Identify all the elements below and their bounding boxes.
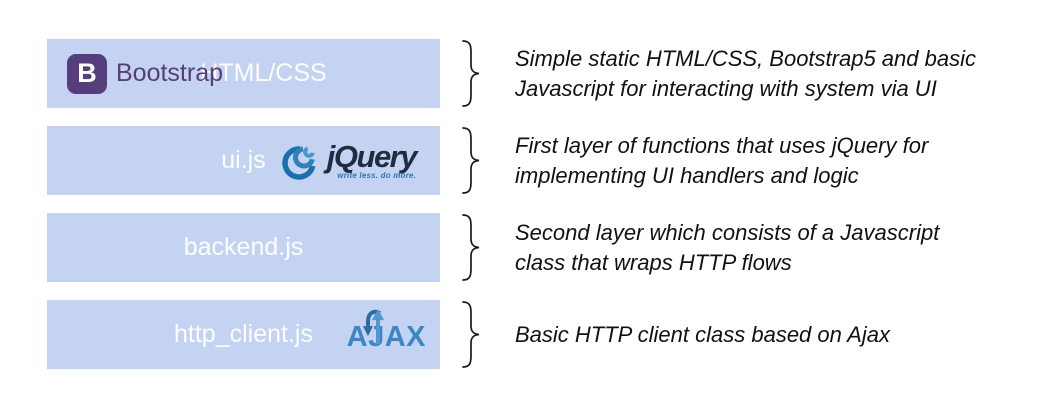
layer-label-uijs: ui.js	[221, 146, 266, 174]
description-line: Javascript for interacting with system v…	[515, 75, 937, 101]
bootstrap-b-icon: B	[67, 53, 107, 94]
description-line: Simple static HTML/CSS, Bootstrap5 and b…	[515, 45, 976, 71]
bootstrap-logo: B Bootstrap	[67, 39, 223, 108]
brace-icon	[462, 127, 480, 194]
layer-description-backendjs: Second layer which consists of a Javascr…	[515, 213, 1045, 282]
layer-row-backendjs: backend.js Second layer which consists o…	[0, 213, 1053, 282]
description-line: implementing UI handlers and logic	[515, 162, 859, 188]
jquery-wordmark-block: jQuery write less. do more.	[326, 138, 418, 180]
layer-label-httpclientjs: http_client.js	[174, 320, 313, 348]
description-line: Basic HTTP client class based on Ajax	[515, 321, 890, 347]
jquery-wordmark: jQuery	[326, 138, 418, 174]
layer-label-htmlcss: HTML/CSS	[200, 59, 327, 87]
layer-row-uijs: ui.js jQuery write less. do more. Fi	[0, 126, 1053, 195]
layer-description-uijs: First layer of functions that uses jQuer…	[515, 126, 1045, 195]
layer-description-htmlcss: Simple static HTML/CSS, Bootstrap5 and b…	[515, 39, 1045, 108]
layer-row-htmlcss: B Bootstrap HTML/CSS Simple static HTML/…	[0, 39, 1053, 108]
layer-bar-uijs: ui.js jQuery write less. do more.	[47, 126, 440, 195]
layer-bar-backendjs: backend.js	[47, 213, 440, 282]
description-line: Second layer which consists of a Javascr…	[515, 219, 940, 245]
description-line: First layer of functions that uses jQuer…	[515, 132, 929, 158]
brace-icon	[462, 214, 480, 281]
brace-icon	[462, 40, 480, 107]
brace-icon	[462, 301, 480, 368]
layer-bar-htmlcss: B Bootstrap HTML/CSS	[47, 39, 440, 108]
jquery-logo: jQuery write less. do more.	[280, 138, 418, 181]
layer-bar-httpclientjs: http_client.js AJAX	[47, 300, 440, 369]
jquery-swirl-icon	[282, 145, 316, 180]
ajax-arrows-icon	[362, 308, 384, 344]
layer-description-httpclientjs: Basic HTTP client class based on Ajax	[515, 300, 1045, 369]
layer-row-httpclientjs: http_client.js AJAX Basic HTTP client cl…	[0, 300, 1053, 369]
ajax-wordmark: AJAX	[346, 320, 426, 353]
ajax-logo: AJAX	[346, 308, 426, 354]
description-line: class that wraps HTTP flows	[515, 249, 792, 275]
bootstrap-wordmark: Bootstrap	[116, 59, 224, 87]
jquery-tagline: write less. do more.	[337, 170, 416, 180]
layer-label-backendjs: backend.js	[183, 233, 304, 261]
